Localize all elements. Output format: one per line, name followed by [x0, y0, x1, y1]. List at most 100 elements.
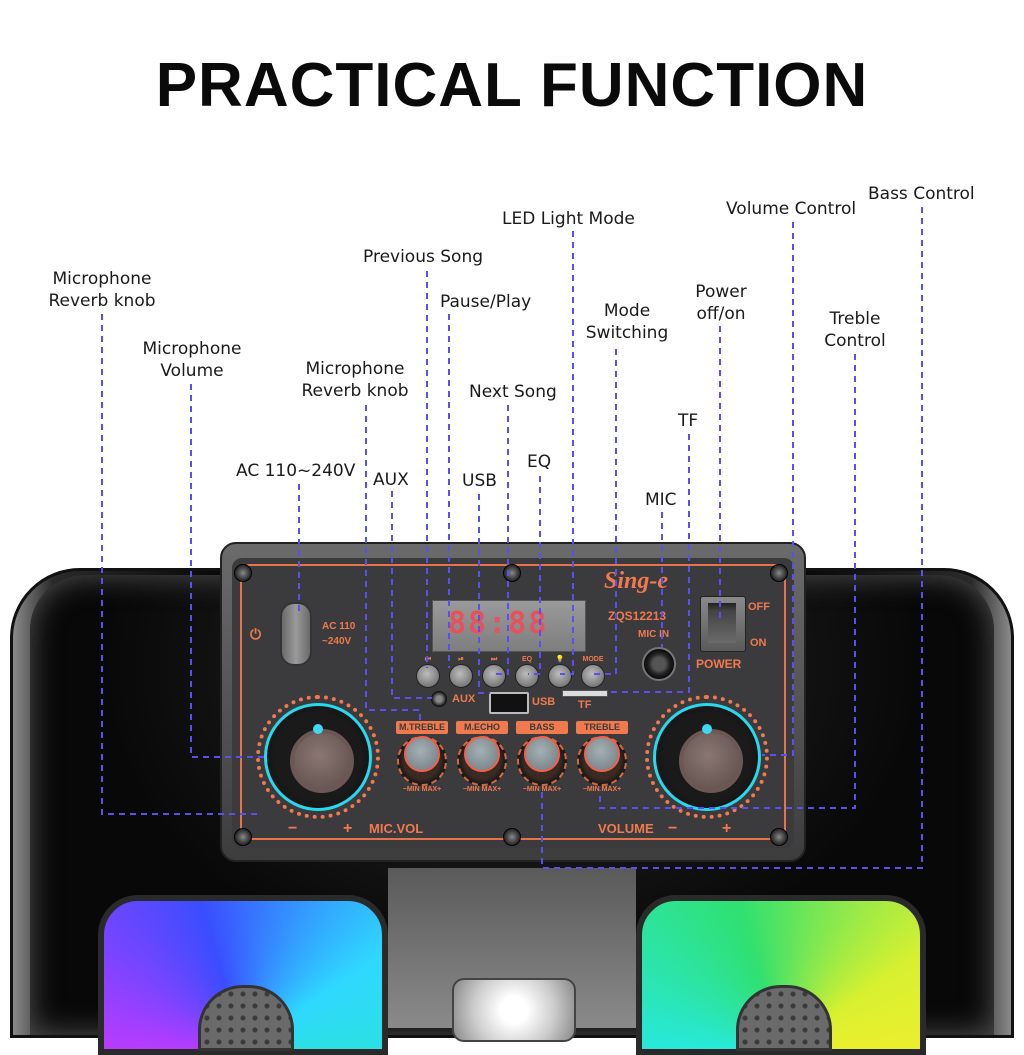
callout-line: off/on	[696, 304, 746, 324]
leader-tf	[607, 434, 690, 693]
m-treble-range: −MIN MAX+	[394, 786, 450, 793]
knob-label-m-treble: M.TREBLE	[396, 721, 448, 734]
callout-volume-control: Volume Control	[726, 199, 857, 219]
callout-treble-control: Treble Control	[822, 308, 888, 352]
mic-in-jack[interactable]	[642, 647, 676, 681]
leader-usb	[478, 494, 490, 694]
treble-knob-cap[interactable]	[584, 736, 620, 772]
leader-led	[560, 231, 574, 675]
volume-plus: +	[722, 820, 732, 837]
callout-line: Volume	[160, 361, 224, 381]
callout-mic-volume: Microphone Volume	[138, 338, 246, 382]
play-pause-button[interactable]	[449, 664, 473, 688]
min-label: −MIN	[402, 786, 420, 793]
button-label-play-pause: ⏯	[458, 656, 464, 663]
usb-port[interactable]	[489, 692, 529, 714]
mic-in-label: MIC IN	[638, 629, 670, 640]
callout-line: Microphone	[52, 269, 152, 289]
leader-volume	[762, 222, 794, 756]
led-mode-button[interactable]	[548, 664, 572, 688]
min-label: −MIN	[522, 786, 540, 793]
ac-power-socket[interactable]	[280, 602, 312, 666]
callout-pause-play: Pause/Play	[440, 292, 532, 312]
max-label: MAX+	[481, 786, 502, 793]
ac-label-line2: ~240V	[322, 636, 352, 647]
power-label: POWER	[696, 657, 742, 671]
knob-indicator-dot	[702, 724, 712, 734]
aux-port-label: AUX	[452, 693, 476, 705]
tf-card-slot[interactable]	[562, 690, 608, 697]
callout-line: Reverb knob	[301, 381, 409, 401]
mode-button[interactable]	[581, 664, 605, 688]
bass-range: −MIN MAX+	[514, 786, 570, 793]
callout-mode-switching: Mode Switching	[583, 300, 671, 344]
mic-vol-minus: −	[288, 820, 298, 837]
next-song-button[interactable]	[482, 664, 506, 688]
callout-usb: USB	[462, 471, 497, 491]
callout-line: Switching	[585, 323, 669, 343]
callout-eq: EQ	[527, 452, 552, 472]
mic-vol-label: MIC.VOL	[369, 821, 424, 836]
callout-ac: AC 110~240V	[236, 461, 356, 481]
m-treble-knob-cap[interactable]	[404, 736, 440, 772]
usb-port-label: USB	[532, 696, 556, 708]
callout-bass-control: Bass Control	[868, 184, 975, 204]
screw-icon	[503, 564, 521, 582]
callout-aux: AUX	[373, 470, 409, 490]
callout-line: Reverb knob	[48, 291, 156, 311]
volume-minus: −	[668, 820, 678, 837]
power-rocker[interactable]	[708, 603, 736, 643]
min-label: −MIN	[582, 786, 600, 793]
button-label-mode: MODE	[582, 656, 604, 663]
min-label: −MIN	[462, 786, 480, 793]
tf-slot-label: TF	[578, 699, 592, 711]
callout-mic-reverb-left: Microphone Reverb knob	[46, 268, 158, 312]
screw-icon	[770, 564, 788, 582]
leader-mic-reverb-left	[101, 314, 260, 815]
bulb-icon: 💡	[555, 656, 565, 663]
m-echo-range: −MIN MAX+	[454, 786, 510, 793]
leader-next	[495, 405, 509, 675]
callout-next-song: Next Song	[469, 382, 557, 402]
bass-knob-cap[interactable]	[524, 736, 560, 772]
knob-label-m-echo: M.ECHO	[456, 721, 508, 734]
max-label: MAX+	[601, 786, 622, 793]
screw-icon	[234, 828, 252, 846]
callout-previous-song: Previous Song	[363, 247, 484, 267]
leader-mic-reverb-center	[365, 405, 421, 725]
leader-mode	[594, 349, 617, 675]
knob-label-bass: BASS	[516, 721, 568, 734]
knob-indicator-dot	[313, 724, 323, 734]
treble-range: −MIN MAX+	[574, 786, 630, 793]
callout-led-light-mode: LED Light Mode	[502, 209, 635, 229]
ac-label-line1: AC 110	[322, 621, 356, 632]
power-off-label: OFF	[748, 601, 770, 613]
screw-icon	[770, 828, 788, 846]
mic-volume-knob[interactable]	[264, 703, 372, 811]
volume-label: VOLUME	[598, 821, 654, 836]
plug-icon: ⏻	[250, 626, 262, 642]
callout-line: Mode	[603, 301, 651, 321]
callout-mic: MIC	[645, 490, 677, 510]
screw-icon	[234, 564, 252, 582]
leader-lines	[101, 207, 923, 869]
eq-button[interactable]	[515, 664, 539, 688]
callout-line: Microphone	[142, 339, 242, 359]
leader-treble	[599, 354, 856, 809]
screw-icon	[503, 828, 521, 846]
callout-line: Treble	[829, 309, 881, 329]
callout-power: Power off/on	[690, 281, 752, 325]
max-label: MAX+	[421, 786, 442, 793]
power-on-label: ON	[750, 637, 767, 649]
button-label-next: ⏭	[490, 656, 498, 663]
leader-aux	[391, 491, 432, 699]
m-echo-knob-cap[interactable]	[464, 736, 500, 772]
callout-line: Control	[824, 331, 886, 351]
max-label: MAX+	[541, 786, 562, 793]
leader-mic-volume	[190, 384, 264, 758]
leader-bass	[541, 207, 923, 869]
model-number: ZQS12213	[608, 609, 667, 623]
knob-label-treble: TREBLE	[576, 721, 628, 734]
button-label-eq: EQ	[521, 656, 533, 663]
callout-mic-reverb-center: Microphone Reverb knob	[299, 358, 411, 402]
